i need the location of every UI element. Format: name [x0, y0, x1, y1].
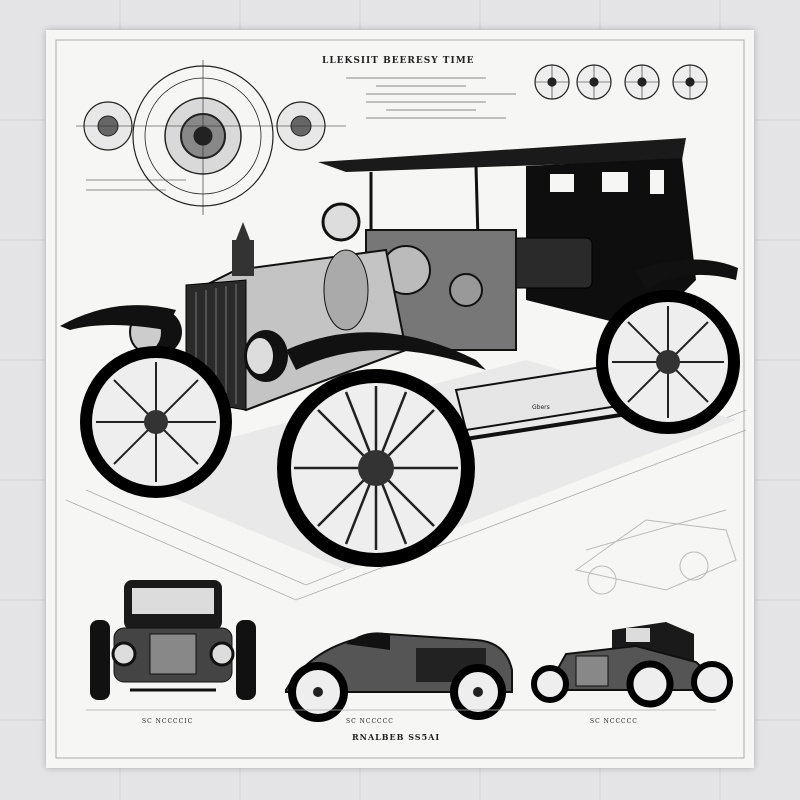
- main-car-illustration: [60, 138, 740, 567]
- rear-view-car: [531, 622, 733, 708]
- side-view-label: SC NCCCCC: [346, 718, 394, 725]
- side-view-car: [285, 632, 513, 722]
- blueprint-drawing: [55, 39, 747, 759]
- plate-label: Gbers: [532, 404, 550, 411]
- poster-title: LLEKSIIT BEERESY TIME: [322, 56, 475, 66]
- front-view-label: SC NCCCCIC: [142, 718, 194, 725]
- rear-view-label: SC NCCCCC: [590, 718, 638, 725]
- wheel-studies: [534, 64, 708, 100]
- ghost-car-sketch: [574, 509, 737, 595]
- blueprint-sheet: LLEKSIIT BEERESY TIME Gbers SC NCCCCIC S…: [46, 30, 754, 768]
- front-view-car: [90, 580, 256, 700]
- spec-text-lines: [346, 77, 516, 119]
- gear-schematic: [76, 60, 346, 215]
- bottom-caption: RNALBEB SS5AI: [352, 732, 441, 742]
